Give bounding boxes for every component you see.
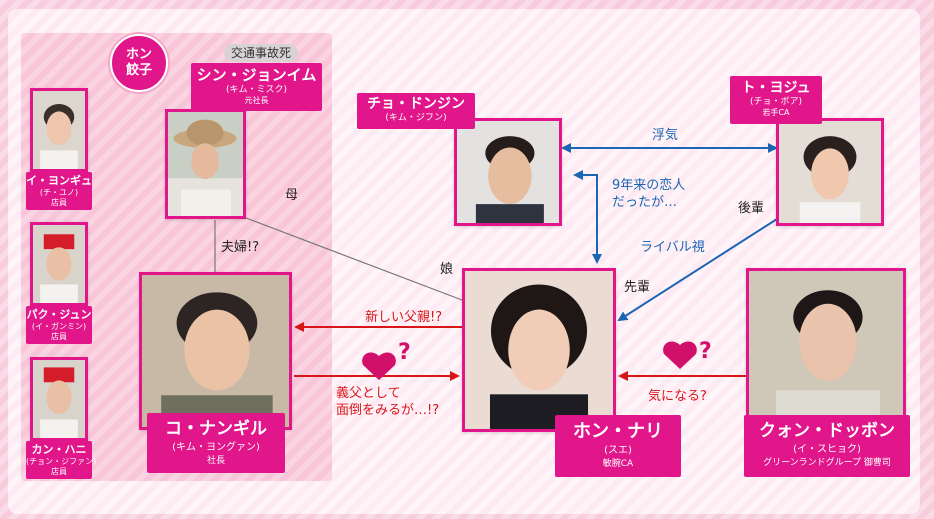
role-kang: 店員: [51, 467, 67, 476]
label-kwon: クォン・ドッボン (イ・スヒョク) グリーンランドグループ 御曹司: [744, 415, 910, 477]
relation-affair: 浮気: [652, 128, 679, 143]
relation-stepfather-line1: 義父として: [336, 386, 401, 401]
death-note-tag: 交通事故死: [224, 44, 299, 62]
name-ko: コ・ナンギル: [165, 419, 267, 439]
reading-cho: (キム・ジフン): [385, 113, 447, 123]
photo-to: [776, 118, 884, 226]
portrait-kwon: [749, 271, 903, 427]
photo-cho: [454, 118, 562, 226]
name-lee: イ・ヨンギュ: [26, 174, 92, 187]
photo-park: [30, 222, 88, 306]
group-badge-line2: 餃子: [125, 63, 152, 78]
photo-ko: [139, 272, 292, 430]
label-park: パク・ジュン (イ・ガンミン) 店員: [26, 306, 92, 344]
portrait-park: [33, 225, 85, 303]
relation-ex-lover: 9年来の恋人 だったが…: [612, 177, 685, 211]
relation-ex-lover-line2: だったが…: [612, 195, 678, 210]
portrait-to: [779, 121, 881, 223]
label-shin: シン・ジョンイム (キム・ミスク) 元社長: [191, 63, 322, 111]
role-hong: 敏腕CA: [602, 459, 634, 469]
name-kwon: クォン・ドッボン: [759, 421, 895, 441]
heart-question-left: ?: [398, 340, 411, 365]
role-to: 若手CA: [762, 108, 790, 117]
relation-mother: 母: [285, 188, 299, 203]
portrait-hong: [465, 271, 613, 429]
photo-kang: [30, 357, 88, 441]
portrait-lee: [33, 91, 85, 169]
label-kang: カン・ハニ (チョン・ジファン) 店員: [26, 441, 97, 479]
label-ko: コ・ナンギル (キム・ヨングァン) 社長: [147, 413, 285, 473]
portrait-shin: [168, 112, 243, 216]
photo-lee: [30, 88, 88, 172]
portrait-kang: [33, 360, 85, 438]
relation-senior: 先輩: [624, 280, 651, 295]
heart-icon-left: [362, 352, 396, 380]
photo-kwon: [746, 268, 906, 430]
relation-junior: 後輩: [738, 201, 765, 216]
name-shin: シン・ジョンイム: [196, 66, 317, 84]
portrait-cho: [457, 121, 559, 223]
name-cho: チョ・ドンジン: [367, 96, 465, 112]
label-lee: イ・ヨンギュ (チ・ユノ) 店員: [26, 172, 92, 210]
photo-shin: [165, 109, 246, 219]
ex-lover-arrow: [573, 170, 602, 264]
reading-kwon: (イ・スヒョク): [793, 444, 861, 455]
relation-stepfather: 義父として 面倒をみるが…!?: [336, 385, 439, 419]
heart-question-right: ?: [699, 339, 712, 364]
relation-curious: 気になる?: [648, 389, 707, 404]
reading-lee: (チ・ユノ): [39, 188, 79, 197]
name-park: パク・ジュン: [26, 308, 92, 321]
reading-hong: (スエ): [604, 445, 632, 456]
label-hong: ホン・ナリ (スエ) 敏腕CA: [555, 415, 681, 477]
reading-to: (チョ・ボア): [749, 97, 803, 107]
relation-daughter: 娘: [440, 262, 454, 277]
portrait-ko: [142, 275, 289, 427]
relation-ex-lover-line1: 9年来の恋人: [612, 178, 686, 193]
role-shin: 元社長: [244, 96, 269, 105]
role-lee: 店員: [51, 198, 67, 207]
mother-daughter-line: [245, 217, 463, 301]
role-kwon: グリーンランドグループ 御曹司: [763, 458, 891, 468]
group-badge-line1: ホン: [125, 47, 152, 62]
reading-kang: (チョン・ジファン): [26, 457, 97, 466]
name-to: ト・ヨジュ: [741, 80, 811, 96]
relation-new-father: 新しい父親!?: [365, 310, 443, 325]
group-badge: ホン 餃子: [110, 34, 168, 92]
rival-arrow: [617, 211, 789, 322]
reading-park: (イ・ガンミン): [31, 322, 87, 331]
role-ko: 社長: [206, 456, 225, 466]
label-to: ト・ヨジュ (チョ・ボア) 若手CA: [730, 76, 822, 124]
reading-ko: (キム・ヨングァン): [172, 442, 260, 453]
photo-hong: [462, 268, 616, 432]
relation-couple: 夫婦!?: [221, 240, 260, 255]
label-cho: チョ・ドンジン (キム・ジフン): [357, 93, 475, 129]
relation-rival: ライバル視: [640, 240, 705, 255]
role-park: 店員: [51, 332, 67, 341]
reading-shin: (キム・ミスク): [225, 85, 288, 95]
name-hong: ホン・ナリ: [573, 421, 663, 442]
heart-icon-right: [663, 341, 697, 369]
relation-stepfather-line2: 面倒をみるが…!?: [336, 403, 440, 418]
name-kang: カン・ハニ: [31, 443, 87, 456]
